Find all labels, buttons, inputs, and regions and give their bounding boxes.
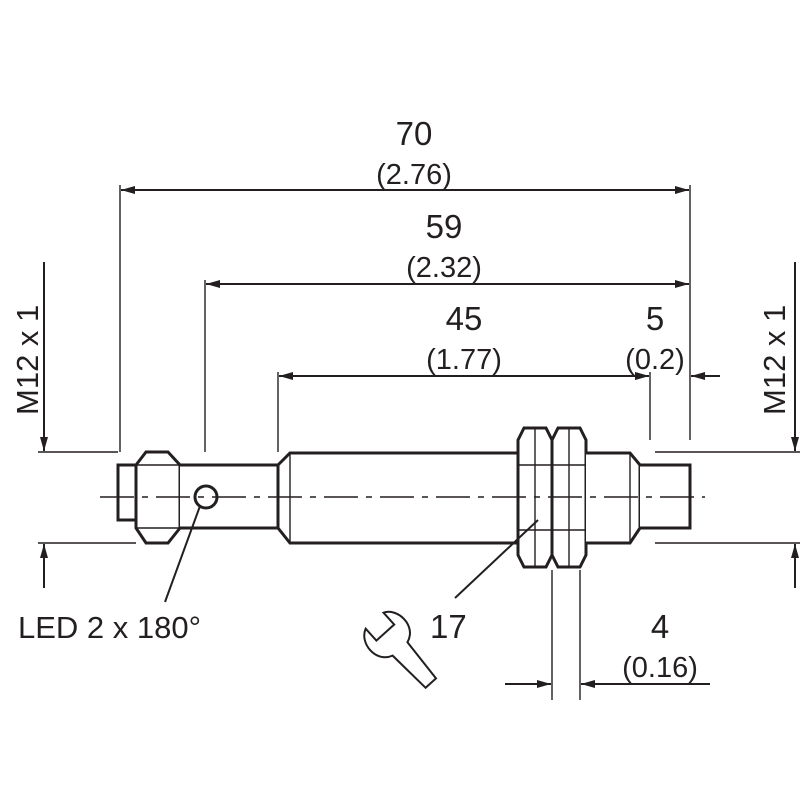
- dim-70-value: 70: [396, 115, 433, 152]
- dimension-texts: 70 (2.76) 59 (2.32) 45 (1.77) 5 (0.2) 4 …: [10, 115, 792, 684]
- extension-lines: [38, 185, 800, 700]
- led-leader: [164, 505, 201, 603]
- dim-70-inch: (2.76): [376, 159, 452, 191]
- leader-lines: [164, 505, 539, 603]
- wrench-size-label: 17: [430, 608, 467, 645]
- wrench-icon: [363, 610, 438, 690]
- dim-5-value: 5: [646, 300, 664, 337]
- dim-59-value: 59: [426, 208, 463, 245]
- thread-label-left: M12 x 1: [10, 305, 45, 415]
- led-label: LED 2 x 180°: [18, 610, 201, 645]
- threaded-housing: [276, 451, 520, 545]
- sensor-body: [100, 426, 705, 569]
- thread-label-right: M12 x 1: [757, 305, 792, 415]
- threaded-housing-front: [586, 451, 642, 545]
- dim-4-value: 4: [651, 608, 669, 645]
- dimension-lines: [40, 186, 799, 688]
- dim-4-inch: (0.16): [622, 652, 698, 684]
- dim-59-inch: (2.32): [406, 252, 482, 284]
- dim-45-value: 45: [446, 300, 483, 337]
- connector-end: [116, 463, 138, 522]
- wrench-leader: [454, 519, 539, 599]
- dim-5-inch: (0.2): [625, 344, 685, 376]
- dim-45-inch: (1.77): [426, 344, 502, 376]
